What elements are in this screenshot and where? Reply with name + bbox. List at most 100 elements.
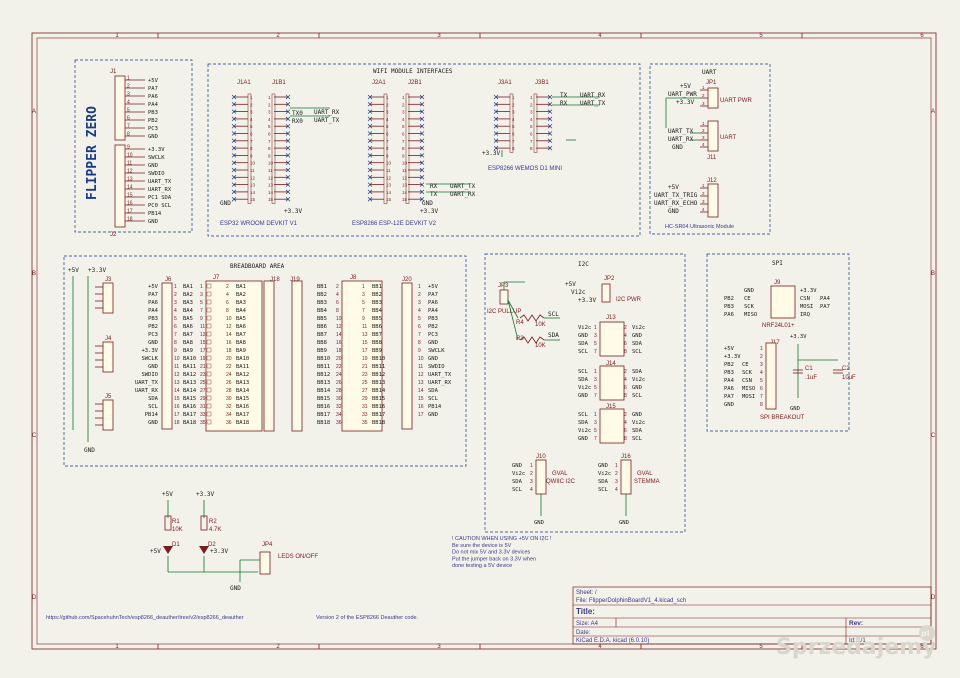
- j7-pin-pad: [206, 363, 212, 369]
- j14-right-net: Vi2c: [632, 377, 645, 383]
- j7-pin-pad: [206, 307, 212, 313]
- j7-left-net: BA8: [183, 340, 193, 346]
- j8-pin-num-even: 16: [336, 340, 342, 346]
- j17-pin-num: 7: [760, 394, 763, 400]
- j17-pin-num: 8: [760, 402, 763, 408]
- j7-pin-num-odd: 3: [200, 292, 203, 298]
- j7-pin-num-even: 36: [226, 420, 232, 426]
- j1-body: [114, 75, 126, 141]
- j7-right-net: BA7: [236, 332, 246, 338]
- j2-pin-num: 11: [127, 161, 132, 167]
- j6-ref: J6: [165, 277, 172, 283]
- j6-pin-num: 17: [174, 412, 180, 418]
- no-connect-mark: [231, 167, 237, 173]
- pullup-wire-b: [507, 299, 519, 341]
- j6-pin-num: 11: [174, 364, 179, 370]
- j8-left-net: BB10: [317, 356, 330, 362]
- i2c-box: [484, 253, 686, 533]
- j7-right-net: BA17: [236, 412, 249, 418]
- j6-pin-net: UART_RX: [135, 388, 159, 394]
- no-connect-mark: [419, 189, 425, 195]
- led-gnd: GND: [230, 585, 241, 592]
- j2-pin-net: +3.3V: [148, 147, 165, 153]
- j7-pin-num-odd: 29: [200, 396, 206, 402]
- j15-left-net: SCL: [578, 412, 589, 418]
- no-connect-mark: [231, 131, 237, 136]
- j1-pin-net: PA7: [148, 86, 158, 92]
- no-connect-mark: [367, 94, 373, 100]
- j2-pin-net: UART_TX: [148, 179, 172, 185]
- j2-pin-net: SWCLK: [148, 155, 165, 161]
- j2-pin-num: 10: [127, 153, 133, 159]
- jp1-ref: JP1: [706, 80, 717, 86]
- no-connect-mark: [285, 109, 291, 114]
- header-pin-num: 7: [268, 139, 271, 144]
- j13-left-net: GND: [578, 333, 588, 339]
- j8-pin-num-odd: 11: [362, 324, 367, 330]
- j15-right-net: SCL: [632, 436, 643, 442]
- j8-pin-num-odd: 19: [362, 356, 368, 362]
- header-pin-num: 12: [268, 175, 274, 180]
- j7-right-net: BA10: [236, 356, 249, 362]
- frame-row-right: A: [931, 109, 935, 115]
- j7-right-net: BA18: [236, 420, 249, 426]
- j20-pin-net: GND: [428, 340, 438, 346]
- r3-ref: R3: [516, 336, 524, 342]
- uart-net-33v: +3.3V: [676, 99, 694, 106]
- j6-pin-num: 7: [174, 332, 177, 338]
- j10-pin-num: 4: [530, 487, 533, 493]
- frame-row-left: A: [32, 109, 36, 115]
- no-connect-mark: [419, 182, 425, 187]
- j4-body: [102, 341, 114, 373]
- esp32-label: ESP32 WROOM DEVKIT V1: [220, 221, 298, 227]
- j13-pin-odd: 7: [594, 349, 597, 355]
- j17-func: MISO: [742, 386, 755, 392]
- j8-pin-num-odd: 9: [362, 316, 365, 322]
- j1-pin-num: 1: [127, 76, 130, 82]
- j7-left-net: BA16: [183, 404, 196, 410]
- no-connect-mark: [285, 189, 291, 195]
- j1-pin-num: 4: [127, 100, 130, 106]
- j6-pin-num: 4: [174, 308, 177, 314]
- header-pin-num: 7: [530, 139, 533, 144]
- j1-pin-net: PB2: [148, 118, 158, 124]
- esp12e-label: ESP8266 ESP-12E DEVKIT V2: [352, 221, 437, 227]
- header-pin-num: 7: [250, 139, 253, 144]
- j8-pin-num-even: 30: [336, 396, 342, 402]
- jp1-label: UART PWR: [720, 98, 752, 104]
- no-connect-mark: [231, 123, 237, 129]
- wifi-box: [207, 63, 641, 237]
- header-pin-num: 6: [512, 132, 515, 137]
- j6-pin-net: PC3: [148, 332, 158, 338]
- header-pin-num: 10: [268, 161, 274, 166]
- j16-pin-num: 2: [615, 471, 618, 477]
- j13-left-net: SCL: [578, 349, 589, 355]
- tb-sheet: Sheet: /: [576, 590, 597, 596]
- j7-pin-num-odd: 23: [200, 372, 206, 378]
- j8-left-net: BB7: [317, 332, 327, 338]
- no-connect-mark: [367, 116, 373, 122]
- hc-net-5v: +5V: [668, 184, 679, 191]
- j20-pin-num: 17: [418, 412, 424, 418]
- j8-right-net: BB12: [372, 372, 385, 378]
- j16-pin-num: 1: [615, 463, 618, 469]
- watermark: Sprzedajemy: [776, 635, 937, 660]
- j8-left-net: BB6: [317, 324, 327, 330]
- j7-left-net: BA12: [183, 372, 196, 378]
- j10-ref: J10: [536, 454, 546, 460]
- jp1-body: [707, 87, 719, 109]
- j10-body: [535, 459, 547, 495]
- j8-pin-num-odd: 31: [362, 404, 368, 410]
- j7-pin-num-odd: 9: [200, 316, 203, 322]
- j8-right-net: BB3: [372, 300, 382, 306]
- j1-pin-num: 7: [127, 124, 130, 130]
- uart-net-5v: +5V: [680, 83, 691, 90]
- j15-ref: J15: [606, 404, 616, 410]
- j7-pin-pad: [206, 379, 212, 385]
- i2c-r-sda: SDA: [548, 332, 559, 339]
- j8-pin-num-even: 10: [336, 316, 342, 322]
- header-pin-num: 2: [268, 102, 271, 107]
- no-connect-mark: [231, 116, 237, 122]
- no-connect-mark: [285, 160, 291, 165]
- wifi-gnd-1: GND: [220, 200, 231, 207]
